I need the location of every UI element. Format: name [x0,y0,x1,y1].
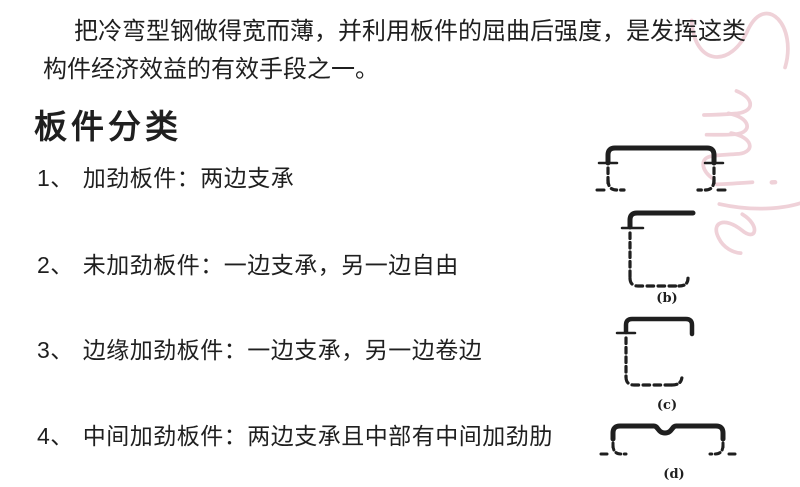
list-item-1: 1、加劲板件：两边支承 [37,159,294,193]
figure-label-b: (b) [656,291,678,306]
item-text: 加劲板件：两边支承 [82,165,295,191]
intro-line-1: 把冷弯型钢做得宽而薄，并利用板件的屈曲后强度，是发挥这类 [74,18,746,45]
page-title: 板件分类 [34,108,182,145]
edge-stiffened-section-diagram [615,316,695,387]
item-number: 2、 [37,252,74,278]
section-diagrams [595,145,737,456]
item-number: 1、 [37,165,74,191]
intermediate-stiffened-section-diagram [599,423,737,456]
figure-label-c: (c) [656,398,678,413]
stiffened-section-diagram [595,145,727,192]
item-number: 3、 [37,337,74,363]
unstiffened-section-diagram [620,210,696,288]
watermark [689,11,800,256]
item-number: 4、 [37,423,74,449]
list-item-4: 4、中间加劲板件：两边支承且中部有中间加劲肋 [37,417,553,451]
item-text: 未加劲板件：一边支承，另一边自由 [82,252,459,278]
intro-paragraph: 把冷弯型钢做得宽而薄，并利用板件的屈曲后强度，是发挥这类 构件经济效益的有效手段… [43,13,788,89]
intro-line-2: 构件经济效益的有效手段之一。 [43,56,379,83]
item-text: 边缘加劲板件：一边支承，另一边卷边 [82,337,483,363]
figure-label-d: (d) [663,467,685,482]
item-text: 中间加劲板件：两边支承且中部有中间加劲肋 [82,423,553,449]
list-item-3: 3、边缘加劲板件：一边支承，另一边卷边 [37,331,482,365]
list-item-2: 2、未加劲板件：一边支承，另一边自由 [37,246,459,280]
